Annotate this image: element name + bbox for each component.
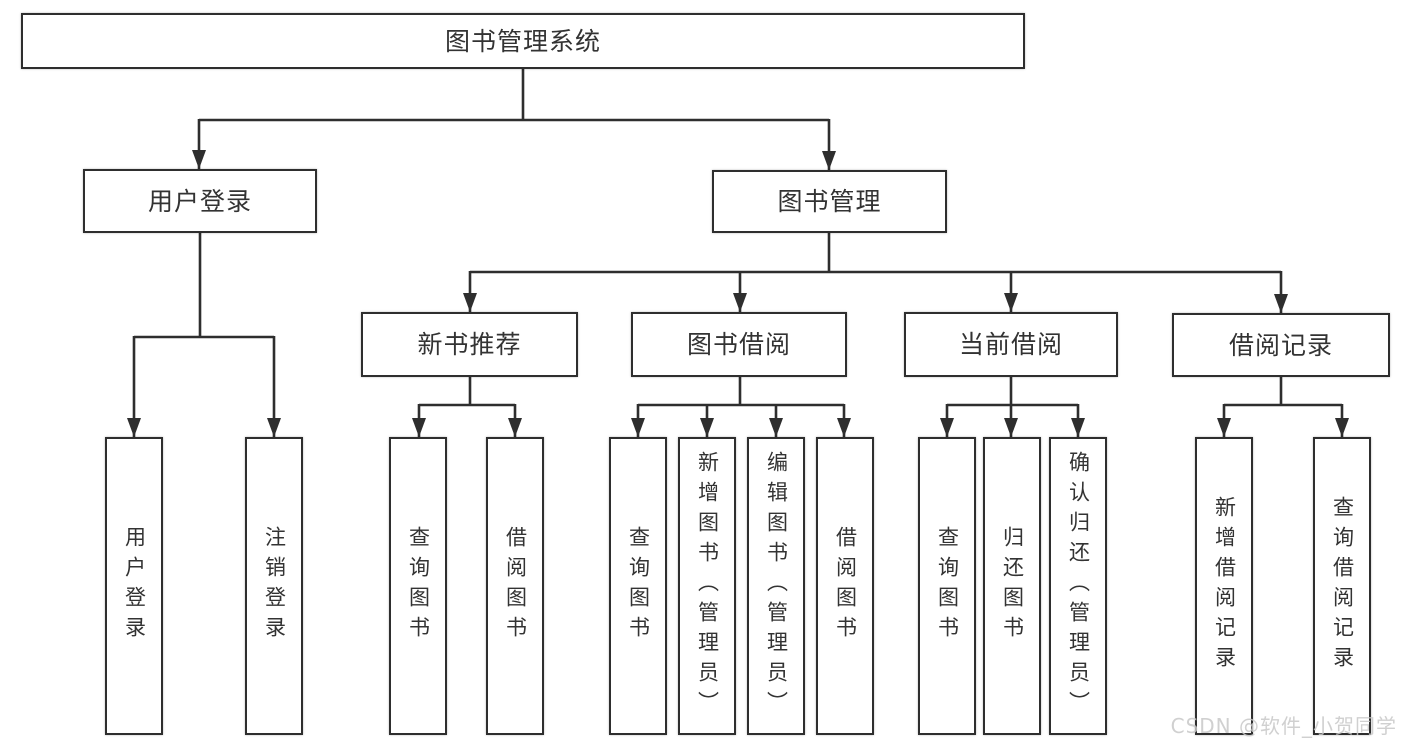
node-borrowing-records: 借阅记录 <box>1172 313 1390 377</box>
connector-borrow-records-stem <box>1224 377 1342 407</box>
leaf-add-borrow-record-label: 新增借阅记录 <box>1212 496 1237 676</box>
leaf-edit-books-admin-label: 编辑图书（管理员） <box>764 451 789 721</box>
node-book-borrowing: 图书借阅 <box>631 312 847 377</box>
node-new-book-recommendation: 新书推荐 <box>361 312 578 377</box>
leaf-query-borrow-record: 查询借阅记录 <box>1313 437 1371 735</box>
leaf-user-login-label: 用户登录 <box>122 526 147 646</box>
connector-book-management-stem <box>470 233 1281 274</box>
leaf-add-books-admin: 新增图书（管理员） <box>678 437 736 735</box>
leaf-return-books: 归还图书 <box>983 437 1041 735</box>
node-new-book-recommendation-label: 新书推荐 <box>417 330 522 359</box>
node-current-borrowing-label: 当前借阅 <box>958 330 1063 359</box>
leaf-logout-label: 注销登录 <box>262 526 287 646</box>
leaf-logout: 注销登录 <box>245 437 303 735</box>
node-book-management: 图书管理 <box>712 170 947 233</box>
leaf-query-books-recommend-label: 查询图书 <box>406 526 431 646</box>
node-current-borrowing: 当前借阅 <box>904 312 1118 377</box>
connector-root-stem <box>199 69 829 122</box>
connector-new-book-stem <box>419 377 515 407</box>
leaf-borrow-books-label: 借阅图书 <box>833 526 858 646</box>
leaf-query-books-current-label: 查询图书 <box>935 526 960 646</box>
node-book-management-label: 图书管理 <box>777 187 882 216</box>
leaf-borrow-books: 借阅图书 <box>816 437 874 735</box>
leaf-query-books-current: 查询图书 <box>918 437 976 735</box>
connector-user-login-stem <box>134 233 274 339</box>
connector-current-borrow-stem <box>947 377 1078 407</box>
leaf-user-login: 用户登录 <box>105 437 163 735</box>
leaf-query-books-borrow-label: 查询图书 <box>626 526 651 646</box>
leaf-add-books-admin-label: 新增图书（管理员） <box>695 451 720 721</box>
leaf-query-books-recommend: 查询图书 <box>389 437 447 735</box>
leaf-edit-books-admin: 编辑图书（管理员） <box>747 437 805 735</box>
leaf-borrow-books-recommend-label: 借阅图书 <box>503 526 528 646</box>
leaf-borrow-books-recommend: 借阅图书 <box>486 437 544 735</box>
leaf-query-books-borrow: 查询图书 <box>609 437 667 735</box>
leaf-add-borrow-record: 新增借阅记录 <box>1195 437 1253 735</box>
node-book-borrowing-label: 图书借阅 <box>686 330 791 359</box>
connector-book-borrow-stem <box>638 377 844 407</box>
node-user-login-label: 用户登录 <box>147 186 252 216</box>
leaf-confirm-return-admin: 确认归还（管理员） <box>1049 437 1107 735</box>
leaf-return-books-label: 归还图书 <box>1000 526 1025 646</box>
node-user-login: 用户登录 <box>83 169 317 233</box>
node-library-system: 图书管理系统 <box>21 13 1025 69</box>
leaf-query-borrow-record-label: 查询借阅记录 <box>1330 496 1355 676</box>
leaf-confirm-return-admin-label: 确认归还（管理员） <box>1066 451 1091 721</box>
node-borrowing-records-label: 借阅记录 <box>1228 330 1333 360</box>
node-library-system-label: 图书管理系统 <box>444 26 601 56</box>
